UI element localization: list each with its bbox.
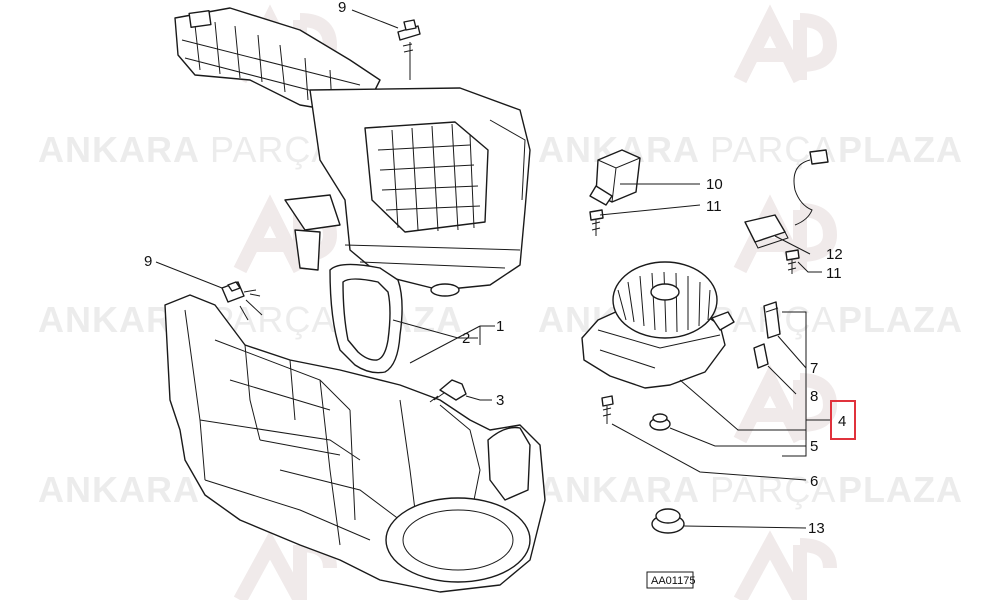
screw-11-resistor: [589, 209, 604, 236]
watermark-ankara: ANKARA: [538, 469, 700, 510]
grommet-13: [651, 508, 685, 534]
watermark-ankara: ANKARA: [38, 129, 200, 170]
leader-lines: [155, 9, 832, 529]
screw-9-top: [397, 19, 421, 80]
grommet-5: [649, 413, 671, 431]
watermark-parca: PARÇA: [710, 469, 836, 510]
callout-4-highlight: [830, 400, 856, 440]
lower-heater-case: [164, 294, 546, 593]
callout-11-harness: 11: [826, 265, 842, 282]
duct-seal: [329, 263, 403, 374]
screw-6: [601, 395, 614, 424]
watermark-plaza: PLAZA: [838, 469, 963, 510]
callout-9-left: 9: [144, 253, 152, 270]
blower-motor: [581, 261, 735, 389]
case-grid: [377, 123, 481, 232]
callout-13: 13: [808, 520, 825, 537]
callout-5: 5: [810, 438, 818, 455]
fan-fins: [617, 271, 711, 333]
callout-11-resistor: 11: [706, 198, 722, 215]
callout-12: 12: [826, 246, 843, 263]
callout-labels: 9 9 10 11 12 11 2 1 3 7 8 4 5 6 13: [144, 0, 856, 537]
wiring-harness: [744, 149, 829, 249]
screw-9-left: [221, 281, 263, 316]
callout-1: 1: [496, 318, 504, 335]
callout-7: 7: [810, 360, 818, 377]
callout-10: 10: [706, 176, 723, 193]
callout-6: 6: [810, 473, 818, 490]
watermark-parca: PARÇA: [210, 129, 336, 170]
upper-heater-case: [174, 7, 531, 297]
watermark-plaza: PLAZA: [838, 299, 963, 340]
watermark-ankara: ANKARA: [38, 469, 200, 510]
callout-8: 8: [810, 388, 818, 405]
drawing-code: AA01175: [651, 575, 695, 587]
clip-8: [753, 343, 769, 369]
watermark-plaza: PLAZA: [838, 129, 963, 170]
callout-3: 3: [496, 392, 504, 409]
blower-resistor: [589, 149, 641, 206]
screw-3: [429, 379, 467, 403]
clip-7: [763, 301, 781, 339]
callout-2: 2: [462, 330, 470, 347]
drawing-code-box: AA01175: [646, 571, 695, 589]
callout-9-top: 9: [338, 0, 346, 16]
screw-11-harness: [785, 249, 800, 274]
callout-4: 4: [838, 413, 846, 430]
